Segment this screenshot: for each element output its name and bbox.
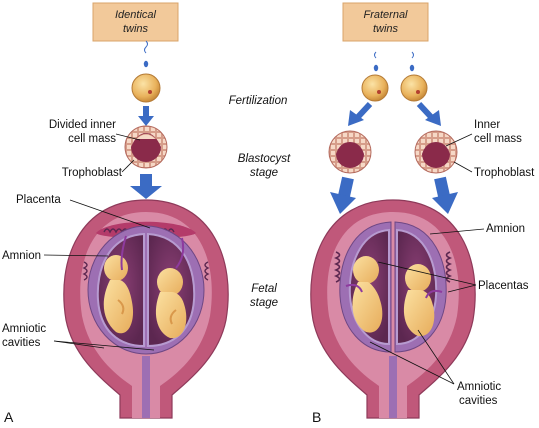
fertilized-egg-icon xyxy=(131,73,161,103)
leader-line xyxy=(115,133,141,141)
blastocyst-icon xyxy=(328,130,372,174)
label-amniotic-b-line2: cavities xyxy=(459,395,498,407)
blastocyst-icon xyxy=(414,130,458,174)
panel-a: Identical twins xyxy=(2,2,229,425)
stage-fetal-line1: Fetal xyxy=(251,283,277,295)
leader-line xyxy=(121,159,135,173)
label-amniotic-b-line1: Amniotic xyxy=(457,381,501,393)
header-fraternal-line1: Fraternal xyxy=(363,9,408,21)
uterus-fraternal xyxy=(310,199,476,419)
fetus-icon xyxy=(352,256,383,333)
panel-letter-a: A xyxy=(4,409,14,425)
leader-line xyxy=(417,329,455,385)
header-identical-line1: Identical xyxy=(115,9,157,21)
label-amniotic-a-line2: cavities xyxy=(2,337,41,349)
label-trophoblast-a: Trophoblast xyxy=(62,167,123,179)
label-placentas: Placentas xyxy=(478,280,529,292)
label-amnion-a: Amnion xyxy=(2,250,41,262)
arrow-down-right-icon xyxy=(416,101,441,126)
sperm-icon xyxy=(143,40,149,68)
header-identical-line2: twins xyxy=(123,23,149,35)
panel-b: Fraternal twins xyxy=(310,2,535,425)
sperm-icon xyxy=(409,51,415,72)
label-divided-line2: cell mass xyxy=(68,133,116,145)
leader-line xyxy=(53,340,105,349)
leader-line xyxy=(377,261,477,286)
stage-labels: Fertilization Blastocyst stage Fetal sta… xyxy=(229,95,291,309)
header-fraternal-line2: twins xyxy=(373,23,399,35)
blastocyst-icon xyxy=(124,125,168,169)
arrow-down-icon xyxy=(130,174,162,199)
uterus-identical xyxy=(63,199,229,419)
leader-line xyxy=(69,199,151,229)
label-inner-line2: cell mass xyxy=(474,133,522,145)
leader-line xyxy=(369,341,455,385)
leader-line xyxy=(53,340,155,351)
label-amnion-b: Amnion xyxy=(486,223,525,235)
leader-line xyxy=(447,284,477,293)
panel-letter-b: B xyxy=(312,409,321,425)
arrow-down-left-icon xyxy=(348,101,373,126)
header-box-identical xyxy=(92,2,179,42)
fertilized-egg-icon xyxy=(361,74,389,102)
stage-fetal-line2: stage xyxy=(250,297,278,309)
leader-line xyxy=(445,133,473,147)
stage-blastocyst-line1: Blastocyst xyxy=(238,153,291,165)
fetus-icon xyxy=(403,264,435,337)
arrow-down-icon xyxy=(138,106,154,126)
leader-line xyxy=(453,161,473,173)
leader-line xyxy=(429,228,485,235)
label-placenta-a: Placenta xyxy=(16,194,61,206)
arrow-down-icon xyxy=(432,176,458,214)
fetus-icon xyxy=(155,268,187,339)
fertilized-egg-icon xyxy=(400,74,428,102)
stage-blastocyst-line2: stage xyxy=(250,167,278,179)
label-amniotic-a-line1: Amniotic xyxy=(2,323,46,335)
sperm-icon xyxy=(373,51,379,72)
label-trophoblast-b: Trophoblast xyxy=(474,167,535,179)
label-inner-line1: Inner xyxy=(474,119,500,131)
arrow-down-icon xyxy=(330,176,356,214)
header-box-fraternal xyxy=(342,2,429,42)
label-divided-line1: Divided inner xyxy=(49,119,116,131)
leader-line xyxy=(43,254,109,257)
stage-fertilization: Fertilization xyxy=(229,95,288,107)
